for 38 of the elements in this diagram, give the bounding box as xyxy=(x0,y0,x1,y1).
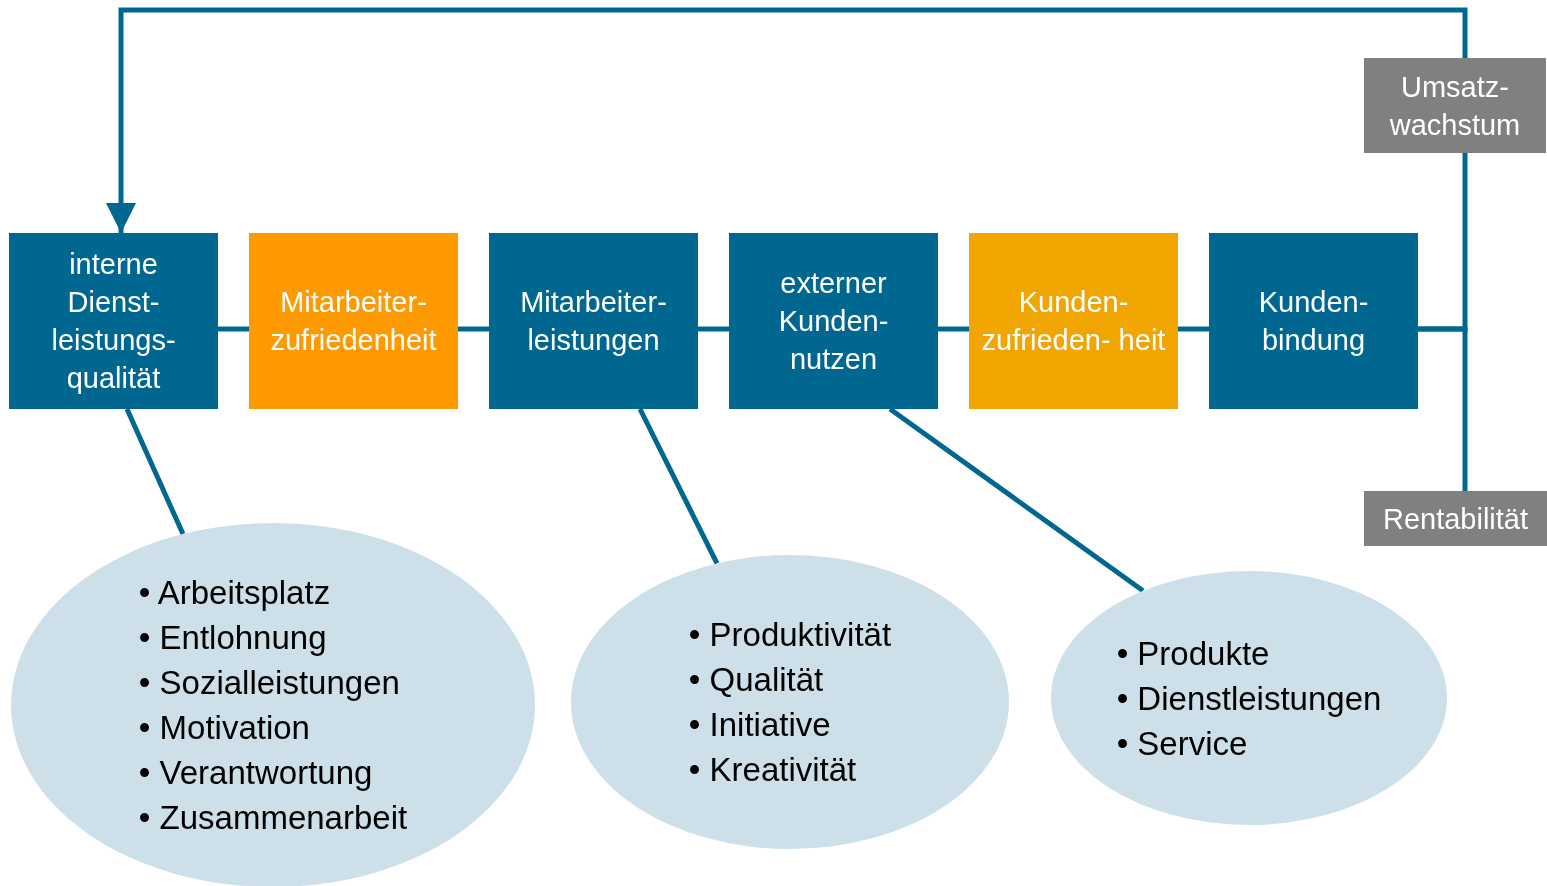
process-box xyxy=(729,233,938,409)
connector-line xyxy=(938,326,969,332)
arrow xyxy=(106,7,1468,233)
process-box xyxy=(489,233,698,409)
connector-line xyxy=(218,326,249,332)
result-box xyxy=(1364,491,1547,546)
node-label: Kunden- zufrieden- heit xyxy=(981,285,1166,358)
process-box xyxy=(969,233,1178,409)
connector-line xyxy=(1178,326,1209,332)
list-item: • Motivation xyxy=(138,708,311,748)
process-box xyxy=(249,233,458,409)
result-box xyxy=(1364,58,1546,153)
node-label: Mitarbeiter- zufriedenheit xyxy=(269,285,438,358)
list-item: • Kreativität xyxy=(688,750,858,790)
list-item: • Sozialleistungen xyxy=(138,663,401,703)
node-label: externer Kunden- nutzen xyxy=(777,266,890,377)
list-item: • Arbeitsplatz xyxy=(138,573,332,613)
list-item: • Entlohnung xyxy=(138,618,328,658)
node-label: Mitarbeiter- leistungen xyxy=(519,285,668,358)
connector-line xyxy=(124,407,186,536)
connector-line xyxy=(458,326,489,332)
list-item: • Produktivität xyxy=(688,615,892,655)
process-box xyxy=(9,233,218,409)
list-item: • Verantwortung xyxy=(138,753,374,793)
list-item: • Initiative xyxy=(688,705,832,745)
list-item: • Zusammenarbeit xyxy=(138,798,408,838)
node-label: interne Dienst- leistungs- qualität xyxy=(50,247,177,396)
connector-line xyxy=(698,326,729,332)
list-item: • Service xyxy=(1116,723,1249,764)
list-item: • Dienstleistungen xyxy=(1116,678,1382,719)
node-label: Rentabilität xyxy=(1382,501,1529,537)
connector-line xyxy=(637,407,720,565)
connector-line xyxy=(1418,326,1468,491)
process-box xyxy=(1209,233,1418,409)
node-label: Kunden- bindung xyxy=(1257,285,1370,358)
list-item: • Qualität xyxy=(688,660,825,700)
list-item: • Produkte xyxy=(1116,633,1271,674)
node-label: Umsatz- wachstum xyxy=(1388,69,1522,143)
